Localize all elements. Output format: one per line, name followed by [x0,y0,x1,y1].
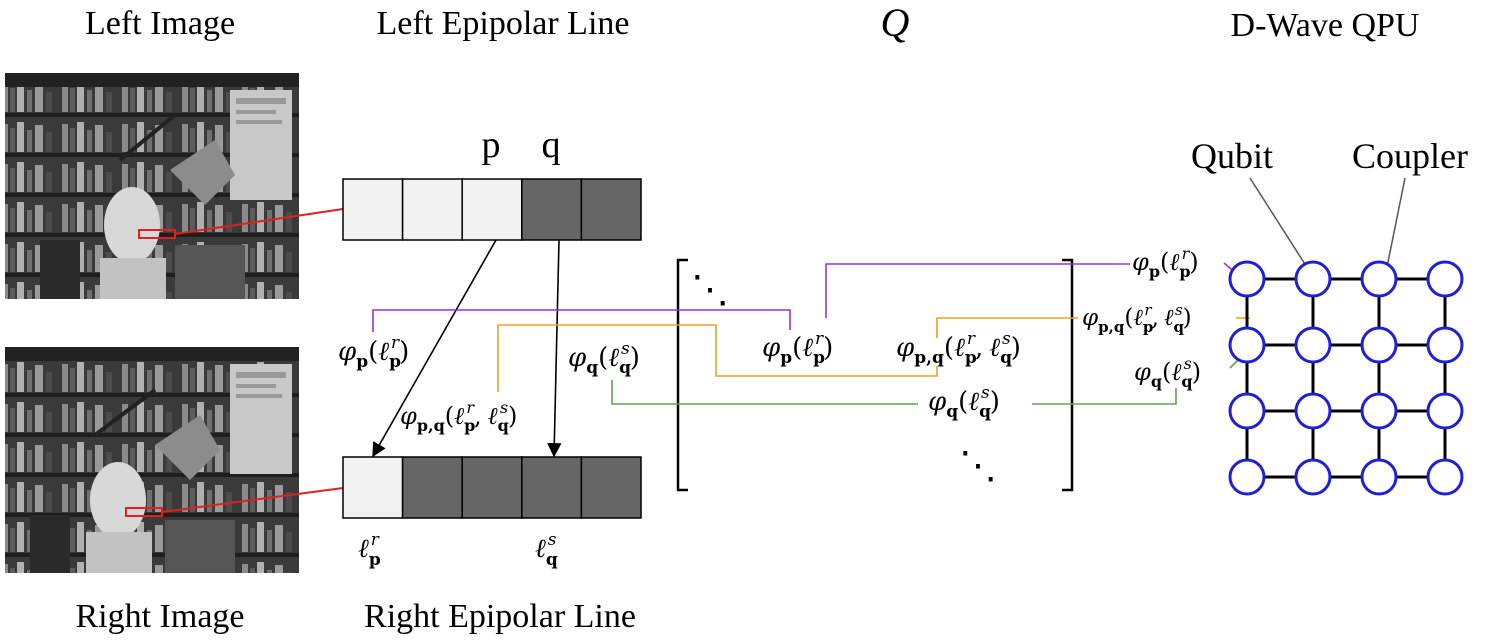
svg-text:φp,q(ℓpr,ℓqs): φp,q(ℓpr,ℓqs) [1082,301,1192,336]
qubit-label: Qubit [1191,136,1273,176]
coupler-label: Coupler [1352,136,1468,176]
qubit-pointer [1249,177,1311,273]
green-unary-q-link-left [611,380,918,405]
svg-text:φp,q(ℓpr,ℓqs): φp,q(ℓpr,ℓqs) [896,329,1021,368]
qubit-2-3 [1360,326,1398,364]
label-phi-q-left: φq(ℓqs) [568,339,640,378]
label-ell-q-s: ℓqs [535,530,558,570]
dwave-qpu-title: D-Wave QPU [1231,7,1420,44]
orange-pairwise-link-left [497,324,938,392]
label-phi-q-matrix: φq(ℓqs) [928,383,1000,422]
matrix-dots-top: ⋱ [691,267,729,311]
right-stereo-image [5,347,299,573]
qubit-2-2 [1294,326,1332,364]
right-epipolar-cell-1 [342,456,404,519]
pixel-p-label: p [482,124,501,166]
label-phi-p-matrix: φp(ℓpr) [762,329,833,368]
left-epipolar-cell-3 [461,178,523,241]
qubit-2-4 [1426,326,1464,364]
left-stereo-image [5,73,299,299]
qubit-1-2 [1294,260,1332,298]
svg-text:φp,q(ℓpr,ℓqs): φp,q(ℓpr,ℓqs) [400,398,517,435]
right-epipolar-cell-2 [401,456,463,519]
left-epipolar-cell-2 [401,178,463,241]
left-epipolar-cell-4 [521,178,583,241]
label-phi-q-qpu: φq(ℓqs) [1134,354,1201,391]
matrix-right-bracket [1062,258,1074,492]
svg-text:φp(ℓpr): φp(ℓpr) [1132,244,1199,281]
qubit-2-1 [1228,326,1266,364]
right-image-title: Right Image [75,598,244,635]
right-epipolar-cell-5 [580,456,642,519]
arrow-q-to-label [547,239,562,458]
right-epipolar-cell-3 [461,456,523,519]
qubit-3-1 [1228,392,1266,430]
right-patch-connector [161,487,344,513]
qubit-1-1 [1228,260,1266,298]
pixel-q-label: q [542,124,561,166]
green-unary-q-link-right [1032,388,1177,405]
svg-text:φp(ℓpr): φp(ℓpr) [762,329,833,368]
qubit-1-4 [1426,260,1464,298]
svg-text:φq(ℓqs): φq(ℓqs) [568,339,640,378]
label-phi-pq-qpu: φp,q(ℓpr,ℓqs) [1082,301,1192,336]
left-patch-connector [174,208,344,235]
left-epipolar-line-title: Left Epipolar Line [376,5,629,42]
qubit-4-1 [1228,458,1266,496]
right-epipolar-cell-4 [521,456,583,519]
qubit-3-4 [1426,392,1464,430]
right-epipolar-line-title: Right Epipolar Line [364,598,636,635]
label-phi-p-qpu: φp(ℓpr) [1132,244,1199,281]
purple-unary-p-link-left [372,309,791,332]
label-ell-p-r: ℓpr [358,530,381,570]
right-epipolar-line [342,456,642,519]
left-epipolar-line [342,178,642,241]
arrow-p-to-label [372,239,497,458]
label-phi-pq-left: φp,q(ℓpr,ℓqs) [400,398,517,435]
svg-text:φp(ℓpr): φp(ℓpr) [338,333,409,372]
q-matrix-title: Q [881,0,910,45]
qubit-4-4 [1426,458,1464,496]
qubit-1-3 [1360,260,1398,298]
matrix-dots-bottom: ⋱ [959,443,997,487]
qubit-4-3 [1360,458,1398,496]
matrix-left-bracket [676,258,688,492]
svg-text:φq(ℓqs): φq(ℓqs) [928,383,1000,422]
qubit-3-3 [1360,392,1398,430]
qpu-chimera-grid [1228,260,1464,496]
left-image-title: Left Image [85,5,235,42]
svg-text:φq(ℓqs): φq(ℓqs) [1134,354,1201,391]
purple-unary-p-link-right [825,263,1130,318]
label-phi-pq-matrix: φp,q(ℓpr,ℓqs) [896,329,1021,368]
label-phi-p-left: φp(ℓpr) [338,333,409,372]
qubit-4-2 [1294,458,1332,496]
qubit-3-2 [1294,392,1332,430]
left-epipolar-cell-5 [580,178,642,241]
orange-pairwise-link-right [936,317,1078,338]
left-epipolar-cell-1 [342,178,404,241]
